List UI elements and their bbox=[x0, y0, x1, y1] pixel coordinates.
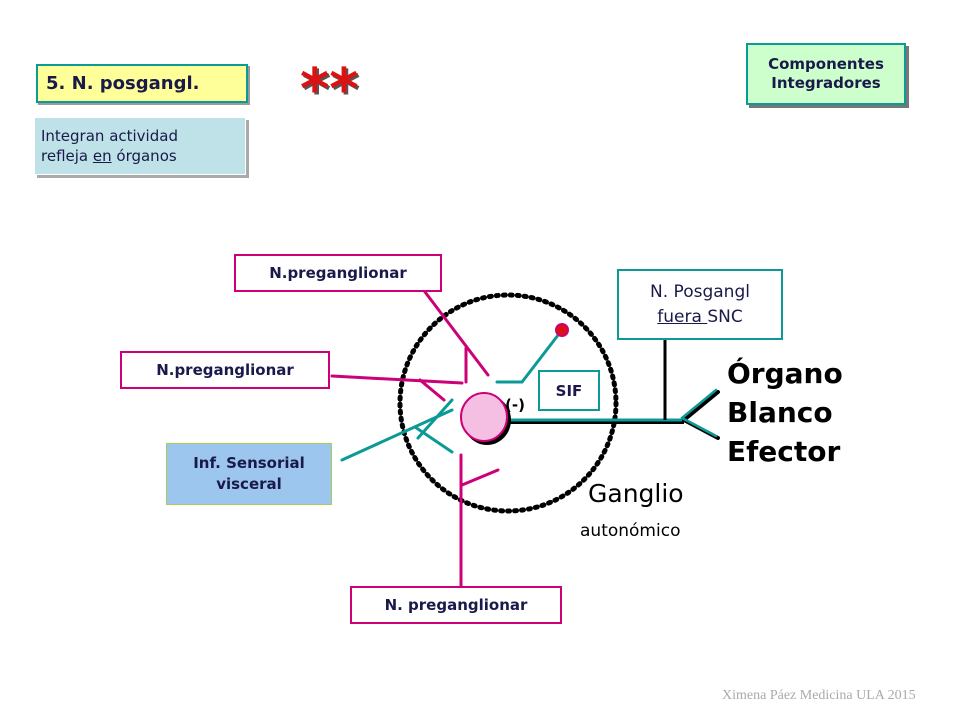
credit-text: Ximena Páez Medicina ULA 2015 bbox=[722, 688, 916, 703]
label-ganglio: Ganglio bbox=[588, 479, 684, 508]
label-preganglionar-bottom: N. preganglionar bbox=[350, 586, 562, 624]
description-line1: Integran actividad bbox=[41, 127, 178, 145]
components-line1: Componentes bbox=[768, 55, 884, 73]
section-title-box: 5. N. posgangl. bbox=[36, 64, 248, 103]
label-sensorial: Inf. Sensorial visceral bbox=[166, 443, 332, 505]
description-box: Integran actividad refleja en órganos bbox=[34, 117, 246, 175]
label-autonomico: autonómico bbox=[580, 521, 681, 541]
components-box: Componentes Integradores bbox=[746, 43, 906, 105]
terminal-branches bbox=[680, 388, 718, 438]
label-preganglionar-top: N.preganglionar bbox=[234, 254, 442, 292]
sif-cell-dot bbox=[555, 323, 569, 337]
label-organo: Órgano Blanco Efector bbox=[727, 357, 843, 468]
description-line2: refleja en órganos bbox=[41, 147, 177, 165]
sensory-fiber bbox=[340, 398, 454, 462]
stars-mark: ** bbox=[300, 57, 359, 122]
neuron-body bbox=[460, 392, 508, 442]
terminal-branches-shadow bbox=[682, 390, 720, 440]
preganglionic-fibers bbox=[330, 286, 500, 590]
ganglion-circle bbox=[397, 292, 619, 514]
section-title: 5. N. posgangl. bbox=[46, 73, 200, 94]
label-preganglionar-left: N.preganglionar bbox=[120, 351, 330, 389]
components-line2: Integradores bbox=[771, 74, 881, 92]
label-sif: SIF bbox=[538, 370, 600, 411]
label-posgangl: N. Posgangl fuera SNC bbox=[617, 269, 783, 340]
sif-branch bbox=[495, 328, 564, 384]
inhibition-sign: (-) bbox=[505, 396, 525, 414]
